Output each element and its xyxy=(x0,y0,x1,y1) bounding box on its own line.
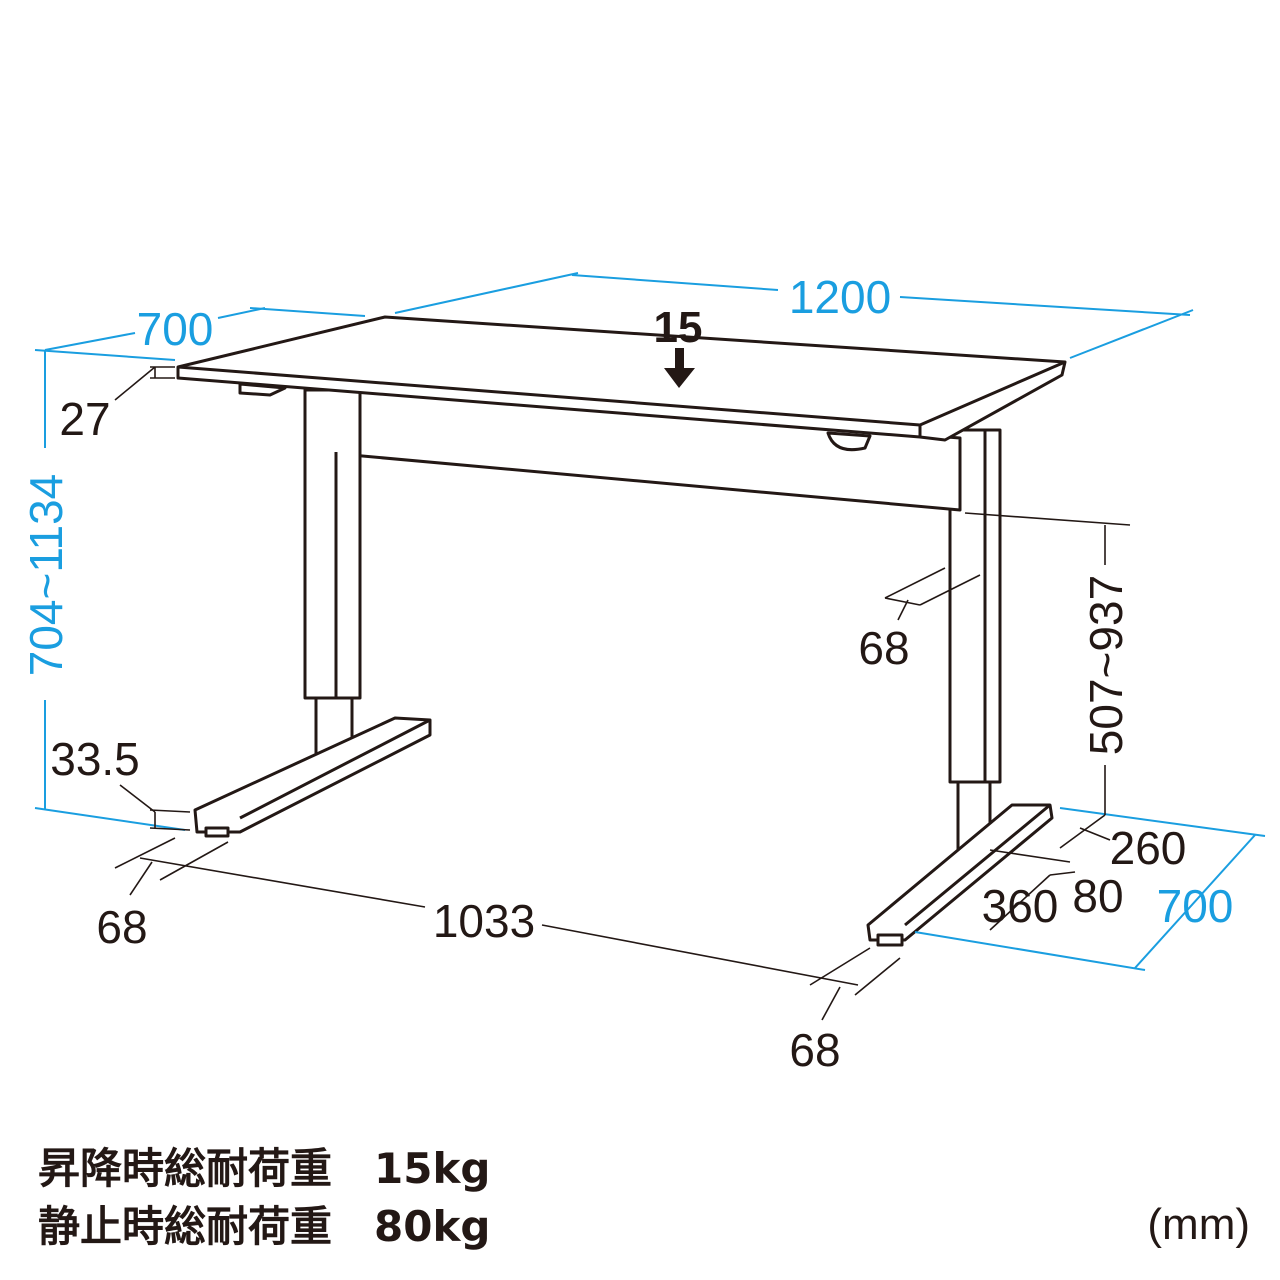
foot-80-label: 80 xyxy=(1072,870,1123,922)
depth-base-label: 700 xyxy=(1157,880,1234,932)
lifting-load-note: 昇降時総耐荷重 15kg xyxy=(38,1144,491,1193)
left-foot xyxy=(193,716,432,838)
desk xyxy=(176,315,1067,947)
height-range-label: 704~1134 xyxy=(20,474,72,677)
foot-span-label: 1033 xyxy=(433,895,535,947)
desktop xyxy=(176,315,1067,452)
foot-left-width-label: 68 xyxy=(96,901,147,953)
leg-height-range-label: 507~937 xyxy=(1080,575,1132,755)
load-arrow-icon xyxy=(664,348,695,388)
depth-top-label: 700 xyxy=(137,303,214,355)
right-foot xyxy=(866,803,1054,947)
unit-label: (mm) xyxy=(1147,1200,1250,1249)
top-thickness-label: 27 xyxy=(59,393,110,445)
blue-dimension-lines xyxy=(34,272,1266,971)
load-notes: 昇降時総耐荷重 15kg 静止時総耐荷重 80kg xyxy=(38,1140,490,1256)
static-load-note: 静止時総耐荷重 80kg xyxy=(38,1202,491,1251)
width-label: 1200 xyxy=(789,271,891,323)
foot-right-width-label: 68 xyxy=(789,1024,840,1076)
load-point-label: 15 xyxy=(654,303,703,352)
left-leg xyxy=(303,388,362,766)
foot-260-label: 260 xyxy=(1110,822,1187,874)
leg-width-label: 68 xyxy=(858,622,909,674)
foot-360-label: 360 xyxy=(982,880,1059,932)
foot-height-label: 33.5 xyxy=(50,733,140,785)
black-dimension-lines xyxy=(114,366,1131,1021)
